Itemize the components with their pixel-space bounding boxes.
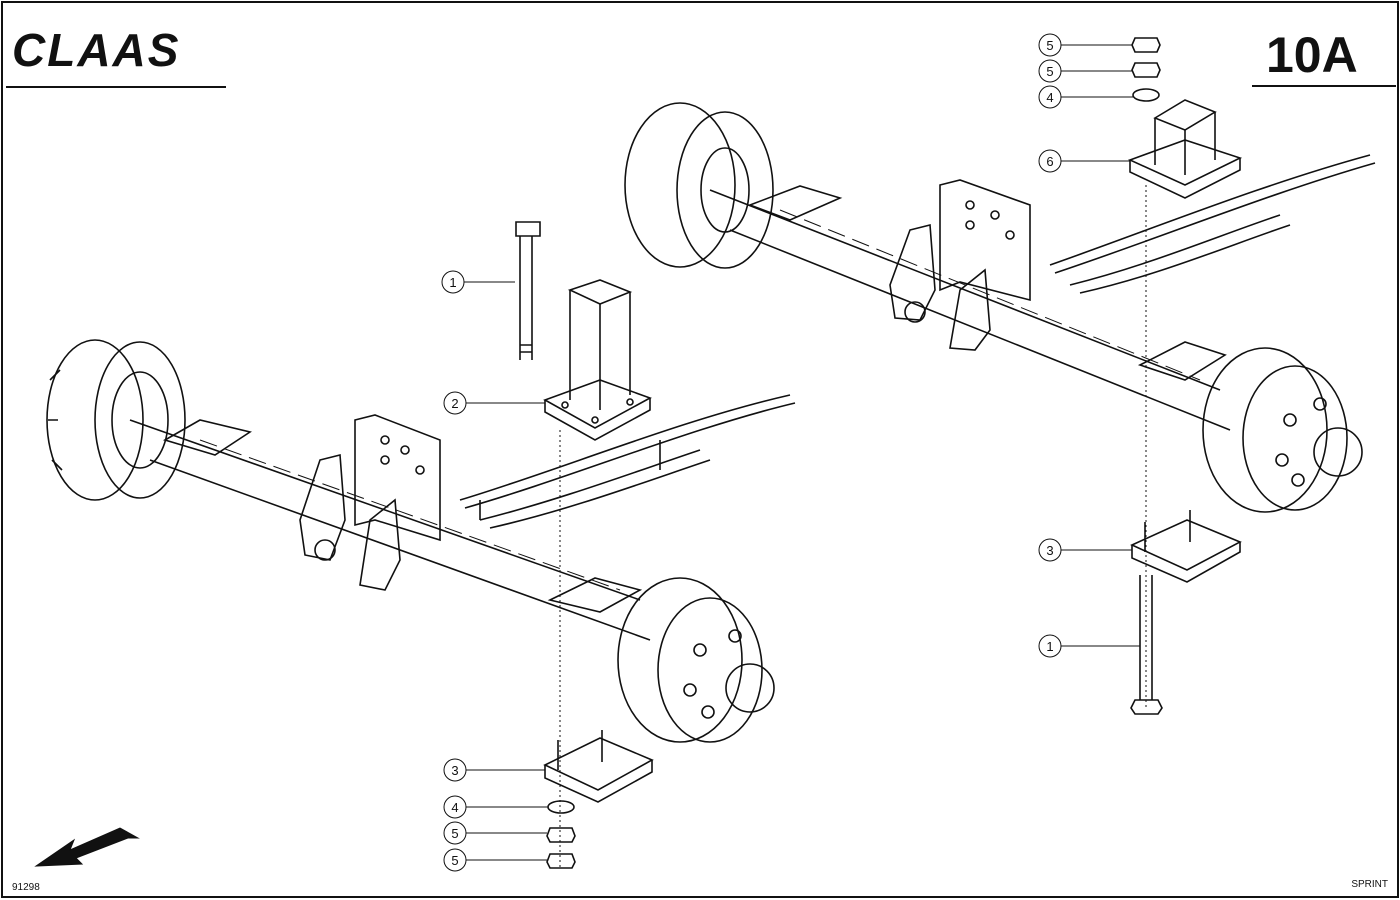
svg-text:2: 2 [451,396,458,411]
callout: 5 [443,848,547,872]
right-axle-assembly [624,102,1376,513]
svg-text:4: 4 [451,800,458,815]
u-bolt-part [515,221,541,360]
spacer-block-part [1127,99,1243,199]
callout: 1 [1038,634,1140,658]
callout: 4 [1038,85,1133,109]
left-parts-stack [515,221,654,870]
drawing-code: 91298 [12,882,40,893]
svg-text:1: 1 [449,275,456,290]
nut-part [1131,37,1161,53]
wheel-hub-icon [46,339,186,501]
callout: 4 [443,795,548,819]
svg-text:4: 4 [1046,90,1053,105]
callout: 1 [441,270,515,294]
u-bolt-part [1130,575,1163,715]
svg-text:3: 3 [451,763,458,778]
right-parts-stack [1127,37,1243,715]
brand-logo: CLAAS [12,24,180,76]
callout: 5 [1038,59,1132,83]
callouts-right: 5 5 4 6 3 1 [1038,33,1140,658]
callout: 3 [443,758,545,782]
svg-text:6: 6 [1046,154,1053,169]
sheet-number: 10A [1266,27,1358,83]
nut-part [546,827,576,843]
callout: 5 [443,821,547,845]
svg-text:5: 5 [1046,38,1053,53]
callout: 6 [1038,149,1130,173]
callout: 5 [1038,33,1132,57]
svg-text:5: 5 [451,826,458,841]
svg-text:5: 5 [1046,64,1053,79]
model-name: SPRINT [1351,879,1388,890]
direction-arrow-icon [34,827,140,867]
svg-text:1: 1 [1046,639,1053,654]
svg-text:5: 5 [451,853,458,868]
wheel-hub-icon [624,102,774,269]
nut-part [546,853,576,869]
nut-part [1131,62,1161,78]
wheel-hub-icon [617,577,775,743]
axle-seat-part [543,730,654,803]
callout: 2 [443,391,545,415]
spacer-block-part [543,279,652,441]
washer-part [547,800,575,814]
left-axle-assembly [46,339,796,743]
axle-seat-part [1130,510,1242,583]
svg-text:3: 3 [1046,543,1053,558]
wheel-hub-icon [1202,347,1363,513]
callout: 3 [1038,538,1132,562]
washer-part [1132,88,1160,102]
callouts-left: 1 2 3 4 5 5 [441,270,548,872]
